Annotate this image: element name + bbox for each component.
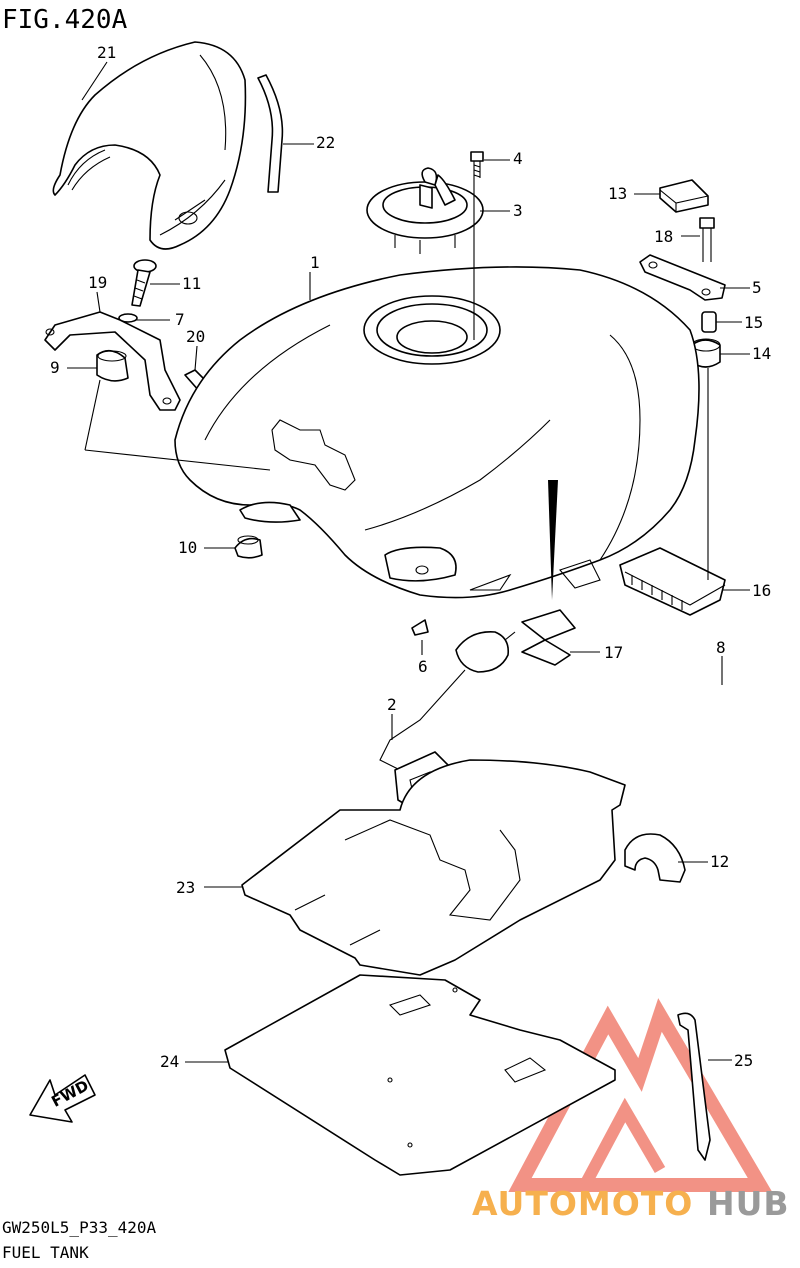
leader-lines — [67, 61, 750, 1063]
watermark-text: AUTOMOTO HUB — [472, 1184, 790, 1223]
part-3-fuel-cap — [366, 167, 484, 254]
part-22-trim-strip — [257, 74, 284, 193]
part-25-band — [677, 1012, 711, 1161]
part-10-mount — [234, 535, 263, 559]
part-13-cap — [659, 179, 709, 213]
callout-11: 11 — [182, 274, 201, 293]
callout-8: 8 — [716, 638, 726, 657]
footer-name: FUEL TANK — [2, 1243, 89, 1262]
callout-12: 12 — [710, 852, 729, 871]
callout-14: 14 — [752, 344, 771, 363]
callout-3: 3 — [513, 201, 523, 220]
part-17-emblem — [521, 609, 576, 666]
callout-16: 16 — [752, 581, 771, 600]
part-7-washer — [118, 313, 138, 323]
part-6-clip — [411, 619, 429, 636]
callout-10: 10 — [178, 538, 197, 557]
callout-7: 7 — [175, 310, 185, 329]
callout-24: 24 — [160, 1052, 179, 1071]
part-23-sheet — [241, 759, 626, 976]
part-19-bracket — [44, 311, 181, 411]
callout-15: 15 — [744, 313, 763, 332]
callout-9: 9 — [50, 358, 60, 377]
callout-22: 22 — [316, 133, 335, 152]
callout-19: 19 — [88, 273, 107, 292]
part-24-sheet — [224, 974, 616, 1176]
callout-5: 5 — [752, 278, 762, 297]
part-8-hose — [647, 637, 795, 762]
figure-title: FIG.420A — [2, 5, 128, 35]
callout-1: 1 — [310, 253, 320, 272]
callout-25: 25 — [734, 1051, 753, 1070]
part-18-bolt — [699, 217, 715, 262]
footer-code: GW250L5_P33_420A — [2, 1218, 156, 1237]
callout-13: 13 — [608, 184, 627, 203]
part-5-bracket — [639, 254, 726, 301]
fwd-arrow: FWD — [29, 1074, 96, 1123]
part-1-fuel-tank — [174, 266, 700, 600]
callout-20: 20 — [186, 327, 205, 346]
part-11-screw — [131, 259, 157, 307]
callout-21: 21 — [97, 43, 116, 62]
part-9-grommet — [96, 349, 129, 382]
part-21-front-cover — [52, 41, 247, 250]
callout-18: 18 — [654, 227, 673, 246]
watermark-logo — [508, 998, 773, 1192]
callout-23: 23 — [176, 878, 195, 897]
part-12-clamp — [624, 833, 686, 883]
callout-6: 6 — [418, 657, 428, 676]
part-15-collar — [701, 311, 717, 333]
callout-labels: 1 2 3 4 5 6 7 8 9 10 11 12 13 14 15 16 1… — [50, 43, 771, 1071]
callout-4: 4 — [513, 149, 523, 168]
callout-17: 17 — [604, 643, 623, 662]
part-4-bolt — [470, 151, 484, 178]
watermark-part2: HUB — [707, 1184, 790, 1223]
part-16-pad — [619, 547, 726, 616]
watermark-part1: AUTOMOTO — [472, 1184, 693, 1223]
callout-2: 2 — [387, 695, 397, 714]
